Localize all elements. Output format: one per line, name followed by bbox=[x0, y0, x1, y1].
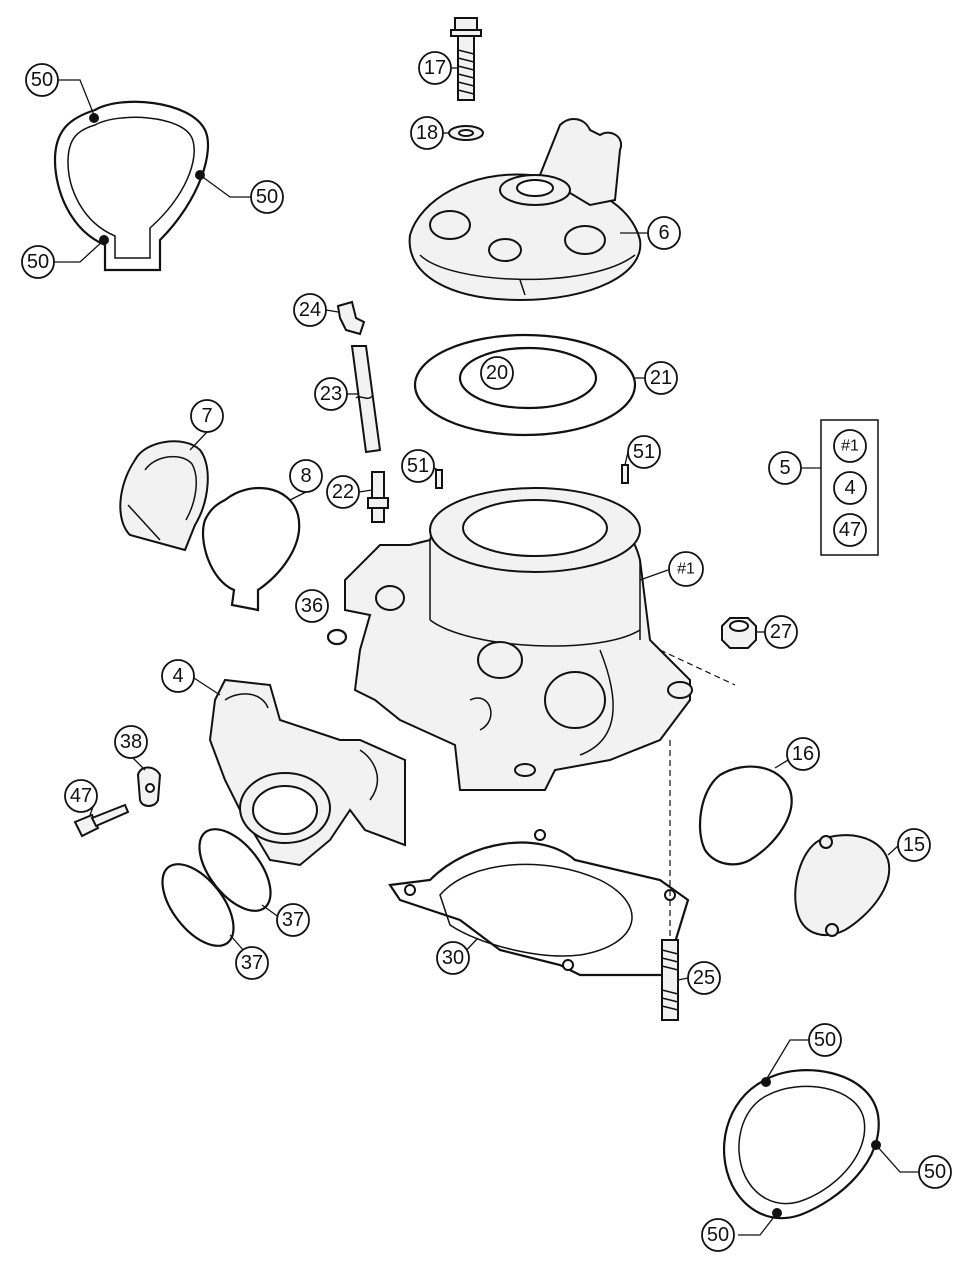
svg-text:51: 51 bbox=[407, 455, 429, 477]
callout-50-top-left-lower: 50 bbox=[21, 245, 55, 279]
callout-16: 16 bbox=[786, 737, 820, 771]
callout-23: 23 bbox=[314, 377, 348, 411]
svg-text:21: 21 bbox=[650, 367, 672, 389]
dowel-pin-51-left bbox=[435, 469, 443, 489]
leader-lines bbox=[54, 67, 919, 1236]
callout-37-right: 37 bbox=[276, 903, 310, 937]
washer-18 bbox=[448, 125, 484, 141]
callout-4: 4 bbox=[161, 659, 195, 693]
svg-text:#1: #1 bbox=[841, 438, 859, 455]
gasket-8 bbox=[201, 486, 301, 612]
svg-text:22: 22 bbox=[332, 481, 354, 503]
svg-text:37: 37 bbox=[241, 952, 263, 974]
callout-36: 36 bbox=[295, 589, 329, 623]
svg-text:15: 15 bbox=[903, 834, 925, 856]
base-gasket-30 bbox=[388, 829, 690, 977]
callout-17: 17 bbox=[418, 51, 452, 85]
callout-50-top-left-right: 50 bbox=[250, 180, 284, 214]
cover-7 bbox=[119, 440, 209, 552]
svg-text:7: 7 bbox=[201, 405, 212, 427]
callout-47-kit: 47 bbox=[833, 513, 867, 547]
callout-21: 21 bbox=[644, 361, 678, 395]
svg-text:37: 37 bbox=[282, 909, 304, 931]
cylinder-1 bbox=[344, 487, 693, 791]
callout-30: 30 bbox=[436, 941, 470, 975]
callout-51-left: 51 bbox=[401, 449, 435, 483]
svg-text:17: 17 bbox=[424, 57, 446, 79]
svg-text:50: 50 bbox=[256, 186, 278, 208]
svg-text:51: 51 bbox=[633, 441, 655, 463]
svg-text:5: 5 bbox=[779, 457, 790, 479]
callout-24: 24 bbox=[293, 293, 327, 327]
svg-text:50: 50 bbox=[924, 1161, 946, 1183]
o-ring-36 bbox=[326, 628, 348, 646]
svg-text:4: 4 bbox=[844, 477, 855, 499]
bolt-17 bbox=[450, 17, 482, 101]
svg-text:30: 30 bbox=[442, 947, 464, 969]
screw-47 bbox=[73, 803, 130, 838]
callout-47: 47 bbox=[64, 779, 98, 813]
callout-6: 6 bbox=[647, 216, 681, 250]
callout-1-cylinder: #1 bbox=[668, 551, 704, 587]
callout-50-top-left-upper: 50 bbox=[25, 63, 59, 97]
elbow-fitting-24 bbox=[336, 300, 366, 336]
gasket-top-left bbox=[53, 100, 210, 272]
callout-1-kit: #1 bbox=[833, 429, 867, 463]
callout-22: 22 bbox=[326, 475, 360, 509]
svg-text:23: 23 bbox=[320, 383, 342, 405]
svg-text:8: 8 bbox=[300, 465, 311, 487]
nipple-22 bbox=[367, 471, 389, 523]
gasket-bottom-right bbox=[723, 1069, 881, 1220]
callout-20: 20 bbox=[480, 356, 514, 390]
callout-15: 15 bbox=[897, 828, 931, 862]
o-ring-20 bbox=[458, 346, 598, 410]
callout-25: 25 bbox=[687, 961, 721, 995]
gasket-16 bbox=[698, 765, 793, 866]
o-ring-37-left bbox=[161, 863, 235, 947]
svg-text:18: 18 bbox=[416, 122, 438, 144]
svg-text:50: 50 bbox=[814, 1029, 836, 1051]
callout-38: 38 bbox=[114, 725, 148, 759]
svg-text:25: 25 bbox=[693, 967, 715, 989]
dowel-pin-51-right bbox=[621, 464, 629, 484]
svg-text:20: 20 bbox=[486, 362, 508, 384]
svg-text:47: 47 bbox=[70, 785, 92, 807]
svg-text:16: 16 bbox=[792, 743, 814, 765]
bracket-38 bbox=[136, 766, 162, 807]
callout-5: 5 bbox=[768, 451, 802, 485]
svg-text:38: 38 bbox=[120, 731, 142, 753]
cover-15 bbox=[794, 834, 891, 937]
callout-50-bottom-right-right: 50 bbox=[918, 1155, 952, 1189]
callout-27: 27 bbox=[764, 615, 798, 649]
svg-text:50: 50 bbox=[707, 1224, 729, 1246]
callout-37-left: 37 bbox=[235, 946, 269, 980]
svg-text:27: 27 bbox=[770, 621, 792, 643]
callout-4-kit: 4 bbox=[833, 471, 867, 505]
callout-50-bottom-right-upper: 50 bbox=[808, 1023, 842, 1057]
svg-text:4: 4 bbox=[172, 665, 183, 687]
callout-18: 18 bbox=[410, 116, 444, 150]
callout-50-bottom-right-lower: 50 bbox=[701, 1218, 735, 1252]
svg-text:47: 47 bbox=[839, 519, 861, 541]
callout-8: 8 bbox=[289, 459, 323, 493]
svg-text:50: 50 bbox=[31, 69, 53, 91]
svg-text:24: 24 bbox=[299, 299, 321, 321]
svg-text:36: 36 bbox=[301, 595, 323, 617]
intake-manifold-4 bbox=[208, 678, 406, 867]
hose-23 bbox=[350, 345, 382, 454]
svg-text:6: 6 bbox=[658, 222, 669, 244]
cylinder-head-6 bbox=[408, 118, 642, 302]
svg-text:50: 50 bbox=[27, 251, 49, 273]
svg-text:#1: #1 bbox=[677, 561, 695, 578]
nut-27 bbox=[721, 617, 757, 649]
callout-51-right: 51 bbox=[627, 435, 661, 469]
callout-7: 7 bbox=[190, 399, 224, 433]
